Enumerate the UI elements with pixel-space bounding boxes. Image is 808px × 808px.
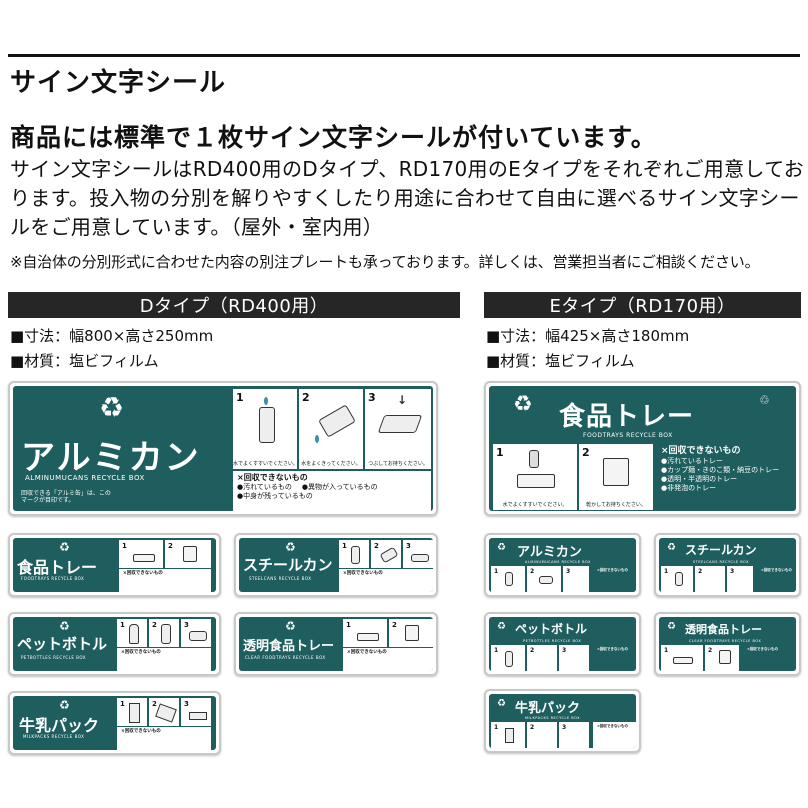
step-1: 1 水でよくすすいでください。 (233, 389, 299, 469)
sign-e-milk-small: ♻ 牛乳パック MILKPACKS RECYCLE BOX 1 2 3 ×回収で… (484, 689, 641, 753)
body-text: サイン文字シールはRD400用のDタイプ、RD170用のEタイプをそれぞれご用意… (10, 157, 805, 239)
recycle-icon: ♻ (513, 392, 533, 417)
step-2: 2 乾かしてお持ちください。 (579, 444, 655, 510)
e-type-material: ■材質：塩ビフィルム (486, 352, 635, 370)
sign-foodtray-large: ♻ 食品トレー ♲ FOODTRAYS RECYCLE BOX 1 水でよくすす… (484, 381, 801, 516)
d-type-material: ■材質：塩ビフィルム (10, 352, 159, 370)
sign-steel-small: ♻ スチールカン STEELCANS RECYCLE BOX 1 2 3 ×回収… (234, 533, 438, 597)
sign-e-clear-small: ♻ 透明食品トレー CLEAR FOODTRAYS RECYCLE BOX 1 … (654, 612, 801, 676)
ng-list: ×回収できないもの ●汚れているトレー ●カップ麺・きのこ類・納豆のトレー ●透… (657, 444, 794, 510)
sign-milk-small: ♻ 牛乳パック MILKPACKS RECYCLE BOX 1 2 3 ×回収で… (8, 691, 221, 755)
mark-note: 回収できる「アルミ缶」は、このマークが目印です。 (21, 490, 111, 505)
recycle-icon: ♻ (99, 391, 125, 424)
note-text: ※自治体の分別形式に合わせた内容の別注プレートも承っております。詳しくは、営業担… (10, 253, 760, 271)
step-2: 2 水をよくきってください。 (299, 389, 365, 469)
d-type-bar: Dタイプ（RD400用） (8, 292, 460, 318)
section-rule (8, 54, 800, 57)
sign-e-alum-small: ♻ アルミカン ALMINUMUCANS RECYCLE BOX 1 2 3 ×… (484, 533, 641, 597)
sign-alum-large: ♻ アルミカン ALMINUMUCANS RECYCLE BOX 回収できる「ア… (8, 381, 438, 516)
lead-text: 商品には標準で１枚サイン文字シールが付いています。 (10, 123, 657, 152)
sign-e-pet-small: ♻ ペットボトル PETBOTTLES RECYCLE BOX 1 2 3 ×回… (484, 612, 641, 676)
sign-subtitle: FOODTRAYS RECYCLE BOX (583, 432, 673, 439)
sign-subtitle: ALMINUMUCANS RECYCLE BOX (25, 474, 145, 482)
plastic-mark-icon: ♲ (759, 393, 770, 407)
e-type-size: ■寸法：幅425×高さ180mm (486, 327, 690, 345)
sign-title: 食品トレー (559, 396, 695, 433)
ng-list: ×回収できないもの ●汚れているもの●異物が入っているもの ●中身が残っているも… (233, 471, 431, 511)
sign-foodtray-small: ♻ 食品トレー FOODTRAYS RECYCLE BOX 1 2 ×回収できな… (8, 533, 221, 597)
sign-title: アルミカン (21, 430, 201, 479)
step-3: 3 ↓ つぶしてお持ちください。 (365, 389, 431, 469)
sign-e-steel-small: ♻ スチールカン STEELCANS RECYCLE BOX 1 2 3 ×回収… (654, 533, 801, 597)
step-1: 1 水でよくすすいでください。 (493, 444, 579, 510)
section-title: サイン文字シール (10, 68, 227, 98)
d-type-size: ■寸法：幅800×高さ250mm (10, 327, 214, 345)
e-type-bar: Eタイプ（RD170用） (484, 292, 801, 318)
sign-pet-small: ♻ ペットボトル PETBOTTLES RECYCLE BOX 1 2 3 ×回… (8, 612, 221, 676)
sign-clear-small: ♻ 透明食品トレー CLEAR FOODTRAYS RECYCLE BOX 1 … (234, 612, 438, 676)
